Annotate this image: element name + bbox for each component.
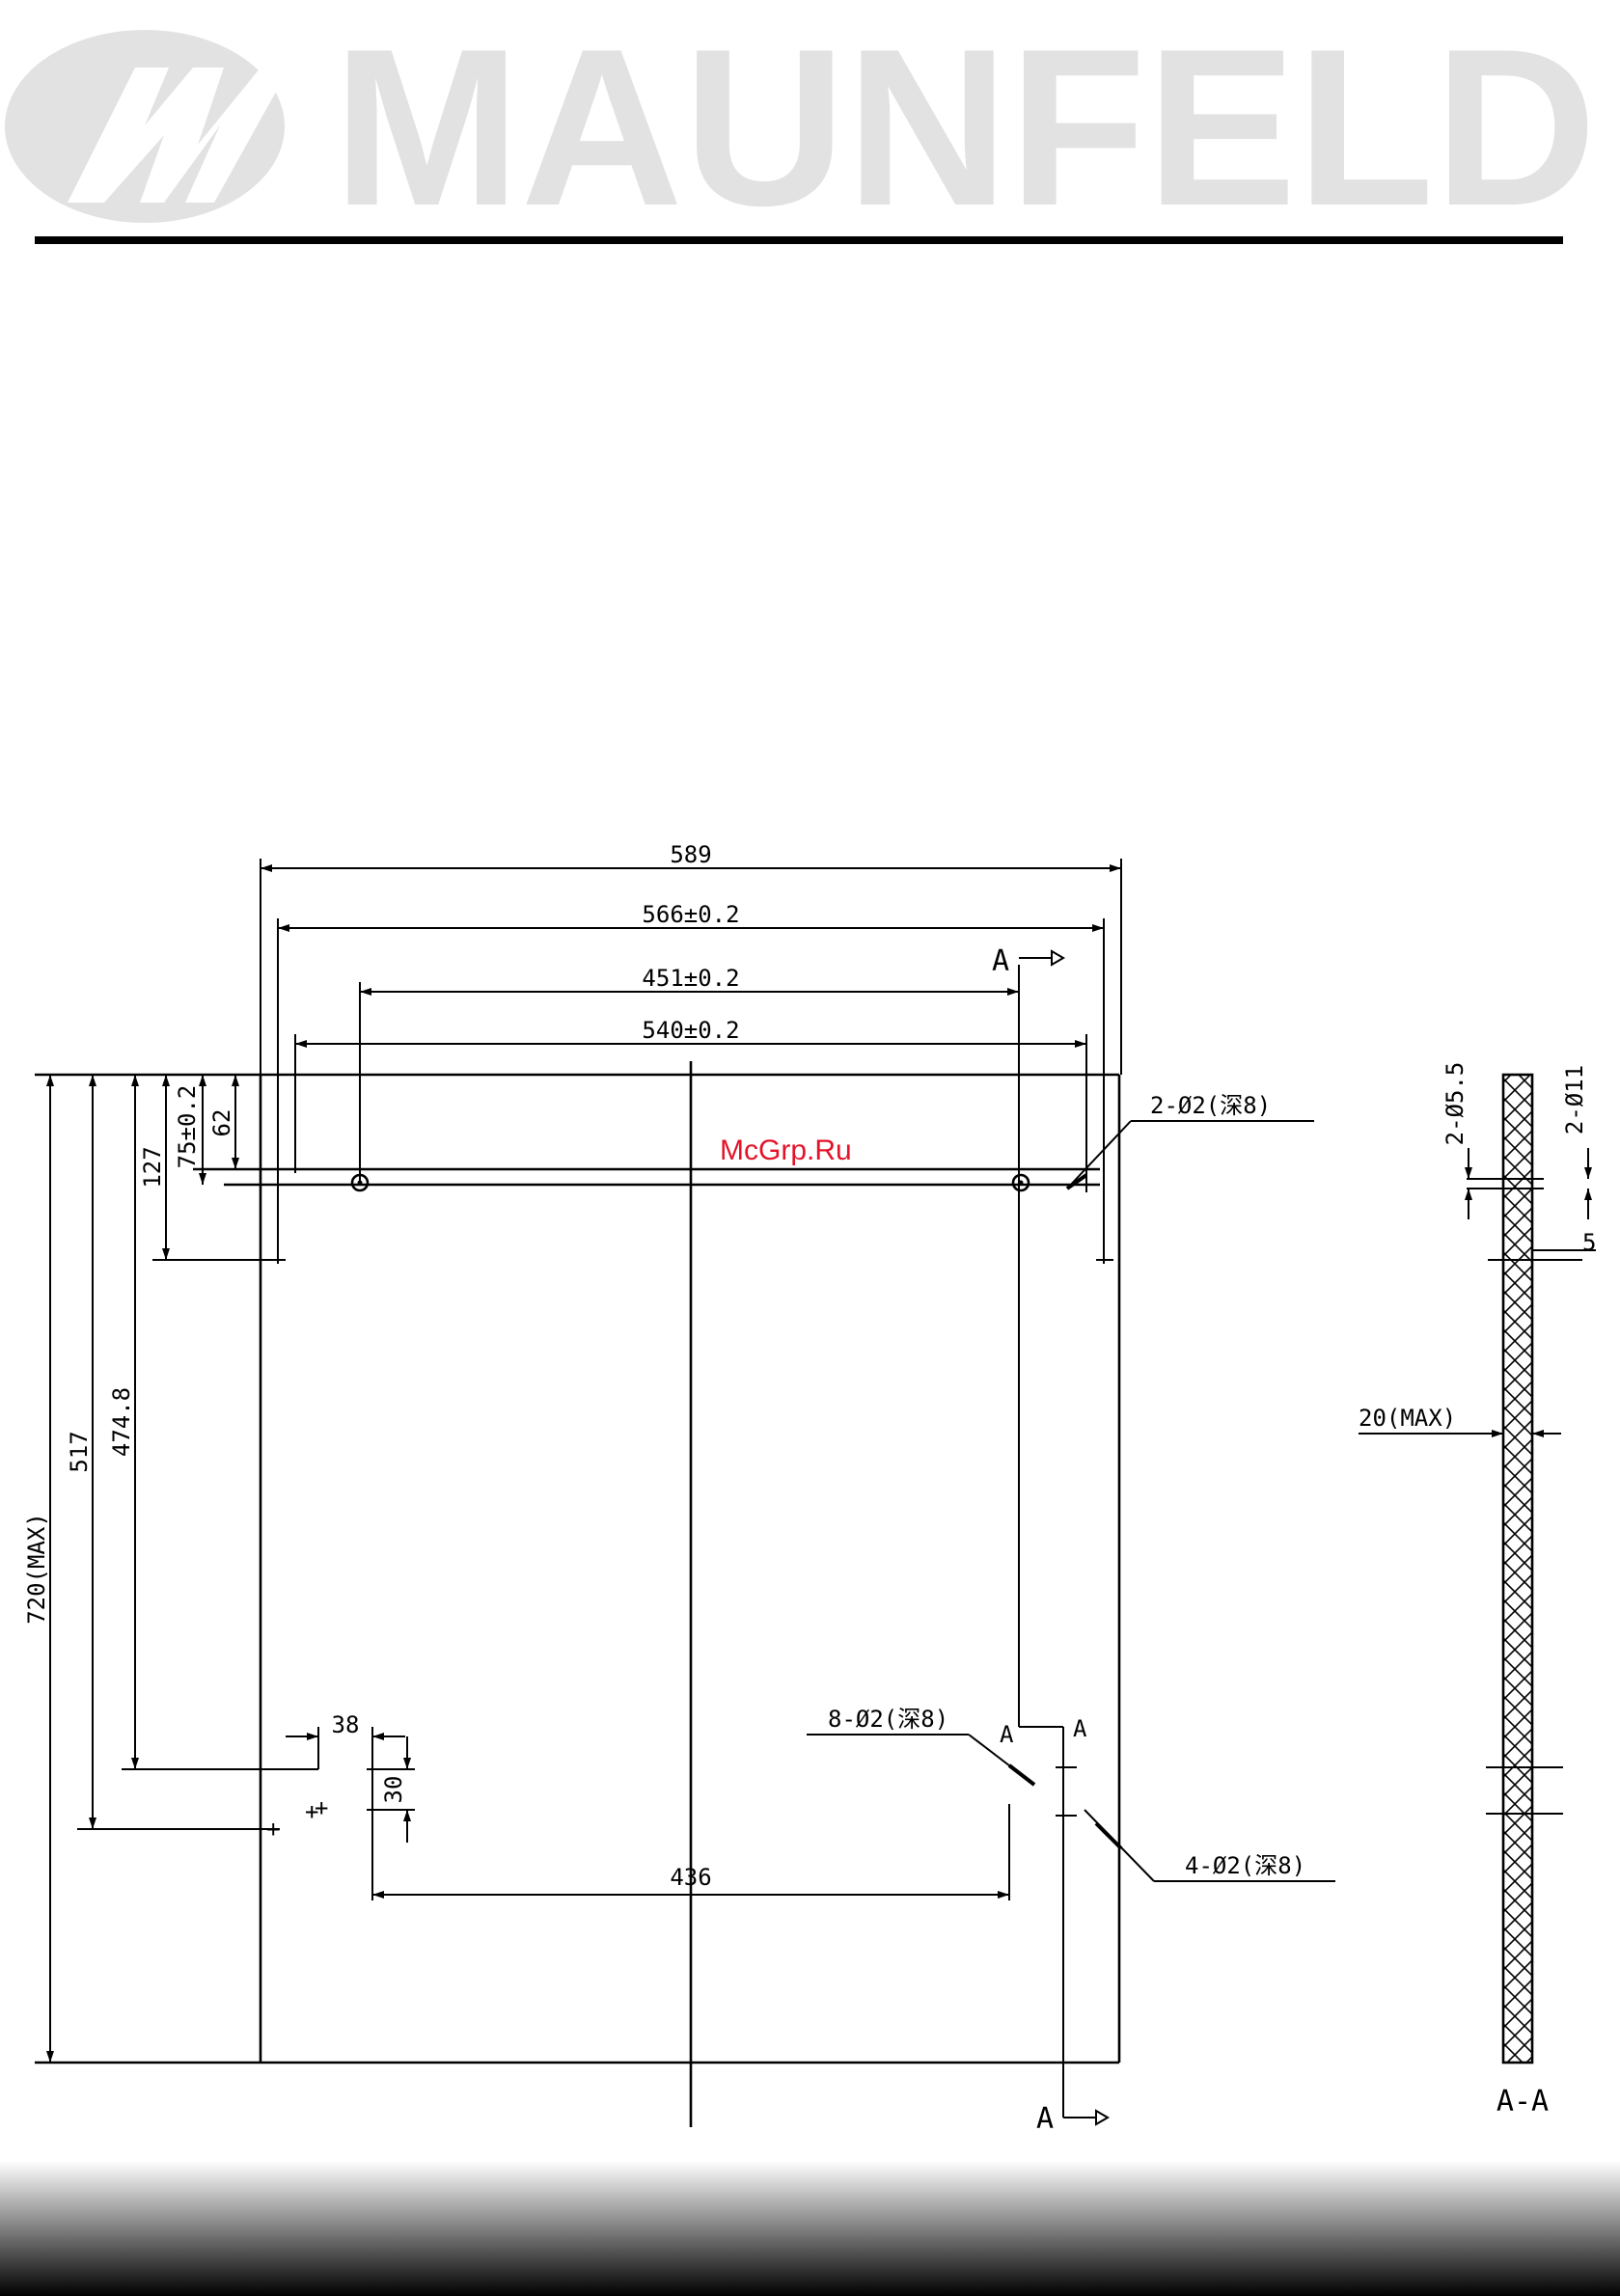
dim-720-label: 720(MAX) [23,1513,50,1625]
dim-589-label: 589 [670,841,711,868]
header: MAUNFELD [5,3,1597,253]
dim-38-label: 38 [332,1711,360,1738]
leader-hole-mid-arrow-icon [1009,1765,1034,1785]
section-a-mid-right-label: A [1073,1715,1087,1742]
callout-hole-mid: 8-Ø2(深8) [828,1706,948,1733]
section-hatched-panel [1503,1075,1532,2063]
dim-540-label: 540±0.2 [642,1017,739,1044]
section-hole-a-label: 2-Ø5.5 [1442,1062,1469,1146]
section-a-top-arrow-icon [1052,951,1063,965]
dim-474-label: 474.8 [108,1387,135,1457]
section-thickness-label: 20(MAX) [1359,1405,1456,1432]
dim-566-label: 566±0.2 [642,901,739,928]
section-a-bottom-label: A [1036,2102,1054,2136]
brand-name: MAUNFELD [333,3,1597,253]
maunfeld-logo-icon [5,30,289,223]
footer-gradient-band [0,2161,1620,2296]
dim-75-label: 75±0.2 [174,1085,201,1169]
leader-hole-bottom-arrow-icon [1096,1823,1121,1848]
dim-127-label: 127 [139,1146,166,1188]
front-view: 589 566±0.2 451±0.2 540±0.2 A A A A 720(… [23,841,1335,2136]
dim-517-label: 517 [66,1431,93,1472]
callout-hole-top: 2-Ø2(深8) [1150,1092,1271,1119]
dim-436-label: 436 [670,1864,711,1891]
dim-30-label: 30 [380,1776,407,1804]
section-offset-label: 5 [1582,1229,1596,1256]
section-hole-b-label: 2-Ø11 [1561,1065,1588,1134]
hole-mark-2-icon: + [266,1816,280,1843]
dim-451-label: 451±0.2 [642,965,739,992]
section-a-top-label: A [992,944,1009,978]
hole-mark-3-icon: + [305,1798,318,1825]
header-rule [35,236,1563,244]
callout-hole-bottom: 4-Ø2(深8) [1185,1852,1305,1879]
section-view-aa: 2-Ø5.5 2-Ø11 5 20(MAX) A-A [1359,1062,1596,2118]
watermark-text: McGrp.Ru [720,1134,852,1166]
dim-62-label: 62 [208,1109,235,1137]
leader-hole-top [1067,1121,1131,1189]
section-a-mid-left-label: A [1000,1721,1014,1748]
section-a-bottom-arrow-icon [1096,2111,1108,2124]
section-view-label: A-A [1496,2085,1549,2118]
